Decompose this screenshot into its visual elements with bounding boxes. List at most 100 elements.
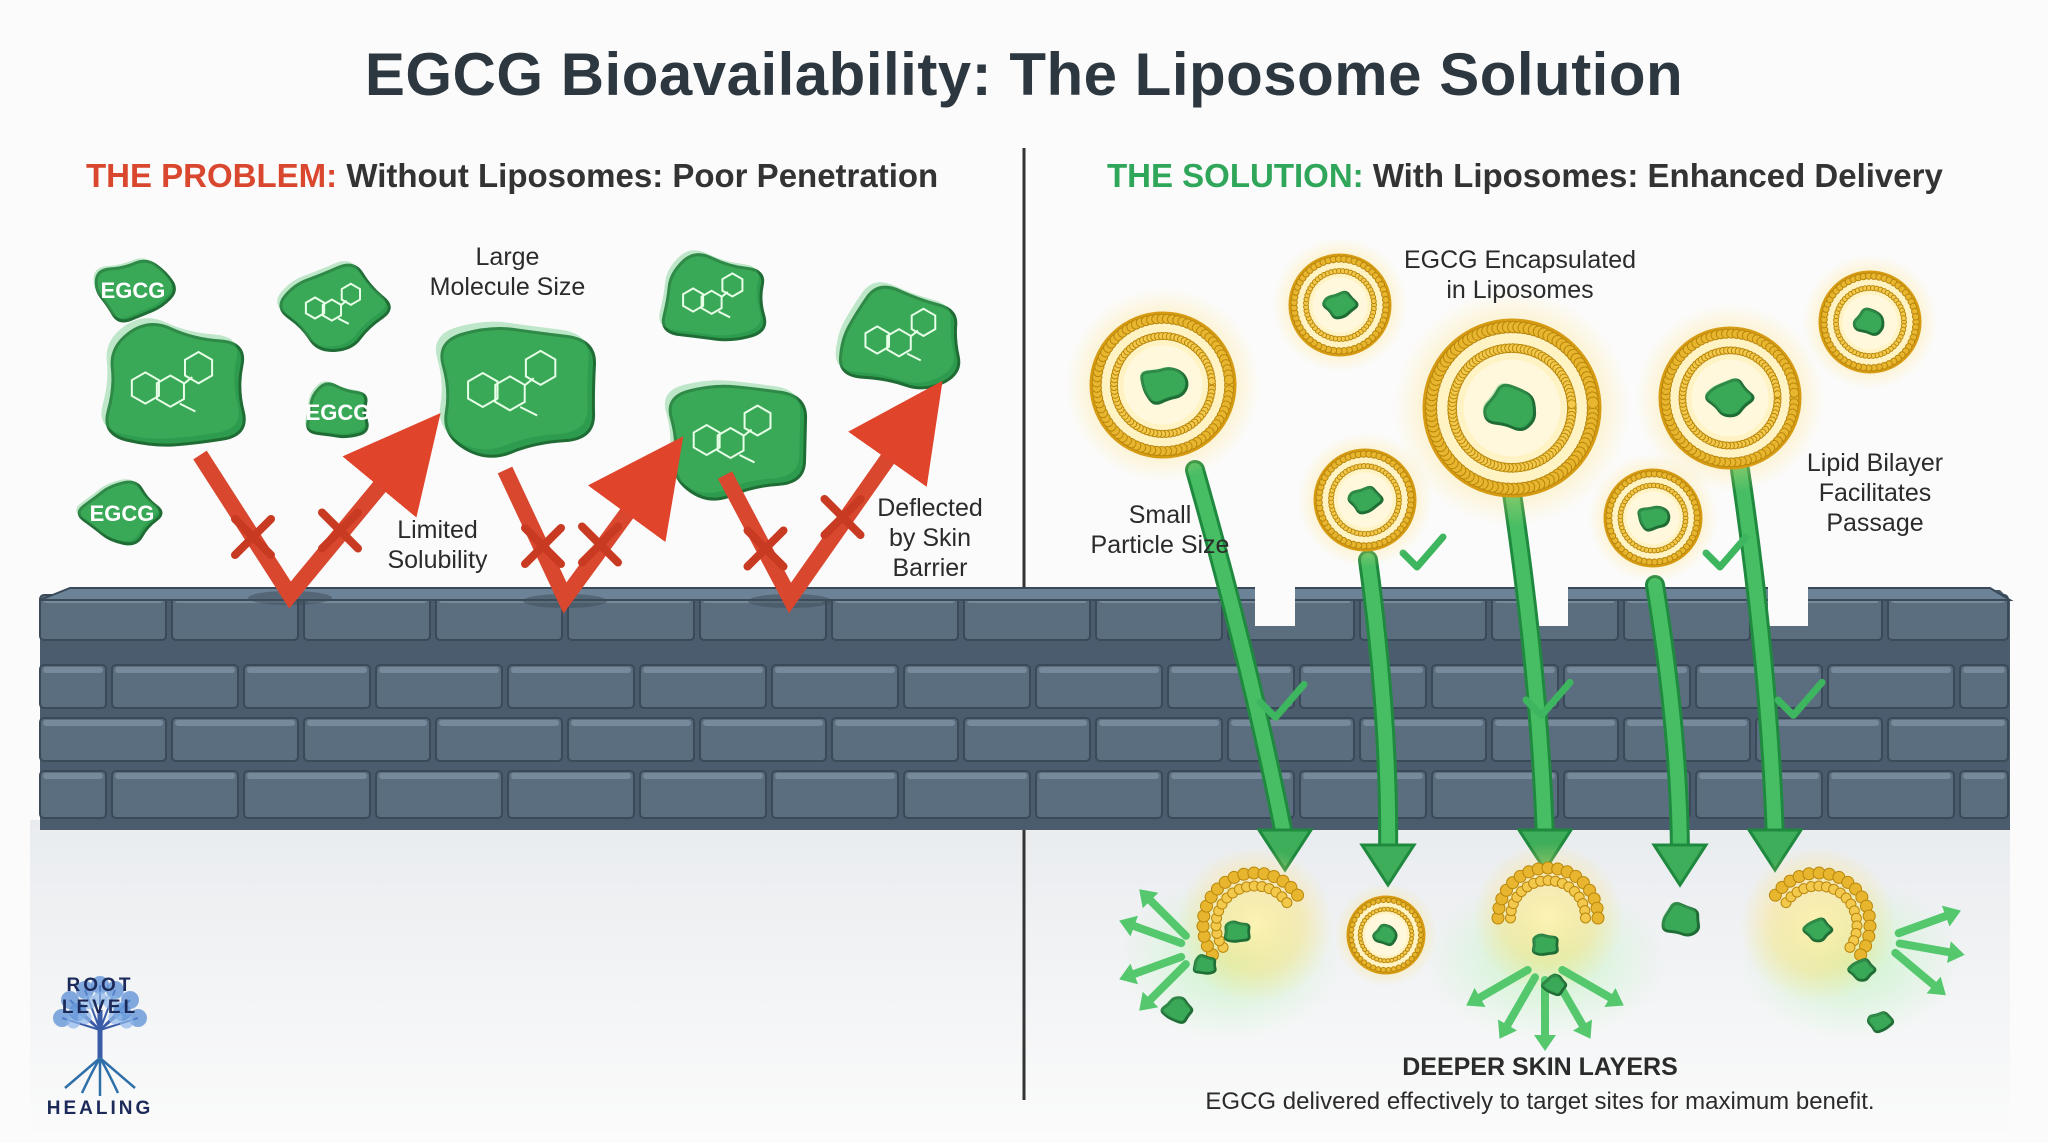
brick-highlight xyxy=(379,667,499,673)
solution-heading: THE SOLUTION: With Liposomes: Enhanced D… xyxy=(1107,157,1943,195)
encapsulated-egcg xyxy=(1140,366,1189,405)
egcg-molecule-icon xyxy=(664,380,808,501)
x-stroke xyxy=(231,515,275,559)
lipid-head xyxy=(1404,959,1411,966)
release-arrow xyxy=(1891,948,1938,989)
lipid-head xyxy=(1900,315,1907,322)
wall-brick xyxy=(1035,664,1163,709)
wall-brick xyxy=(1959,664,2009,709)
lipid-head xyxy=(1370,298,1377,305)
release-arrow-head xyxy=(1119,915,1138,937)
skin-barrier-wall xyxy=(39,586,2014,830)
molecule-shine xyxy=(1161,996,1191,1022)
ring xyxy=(130,371,160,405)
leaf xyxy=(103,995,118,1009)
egcg-molecule-icon xyxy=(1661,902,1701,937)
lipid-head xyxy=(1349,942,1356,949)
brick-highlight xyxy=(1171,773,1291,779)
brick-highlight xyxy=(1567,773,1687,779)
wall-brick xyxy=(567,717,695,762)
arrow-head xyxy=(1746,828,1804,873)
brick-highlight xyxy=(1831,773,1951,779)
arrow-shaft xyxy=(1733,463,1782,847)
release-arrow-head xyxy=(1926,976,1946,996)
molecule-shine xyxy=(1140,366,1186,402)
molecule-body xyxy=(1192,954,1217,975)
egcg-molecule-icon: EGCG xyxy=(93,258,176,323)
bond xyxy=(906,352,922,362)
molecule-body xyxy=(1705,378,1755,418)
molecule-body xyxy=(1802,917,1834,943)
molecule-shine xyxy=(1482,383,1533,428)
lipid-head xyxy=(1566,399,1577,410)
ring xyxy=(155,374,185,408)
encapsulated-egcg xyxy=(1322,290,1359,320)
encapsulated-egcg xyxy=(1705,378,1755,418)
lipid-head xyxy=(1354,951,1361,958)
brick-highlight xyxy=(247,773,367,779)
bond xyxy=(524,377,535,386)
lipid-head xyxy=(1400,901,1407,908)
arrow-shaft xyxy=(1361,553,1396,862)
penetration-arrows xyxy=(1185,460,1826,888)
wall-brick xyxy=(1827,770,1955,819)
release-arrow-head xyxy=(1604,987,1624,1008)
page-title: EGCG Bioavailability: The Liposome Solut… xyxy=(364,41,1684,108)
molecule-shine xyxy=(1853,307,1882,334)
ring xyxy=(467,371,499,409)
lipid-head xyxy=(1361,959,1368,966)
brick-highlight xyxy=(1171,667,1291,673)
lipid-head xyxy=(1416,942,1423,949)
lipid-head xyxy=(1844,941,1856,953)
root xyxy=(99,1057,136,1089)
wall-brick xyxy=(1431,770,1559,819)
molecule-shine xyxy=(435,321,589,450)
lipid-head xyxy=(1375,897,1382,904)
liposome-icon xyxy=(1393,289,1631,527)
brick-highlight xyxy=(43,773,103,779)
wall-brick xyxy=(435,717,563,762)
molecule-body xyxy=(1372,923,1398,947)
release-arrow-head xyxy=(1534,1035,1556,1051)
x-stroke xyxy=(578,522,622,567)
problem-prefix: THE PROBLEM: xyxy=(86,157,338,194)
lipid-head xyxy=(1400,962,1407,969)
molecule-body xyxy=(1322,290,1359,320)
lipid-head xyxy=(1348,926,1355,933)
brick-highlight xyxy=(379,773,499,779)
molecule-body xyxy=(1637,505,1671,532)
lipid-head xyxy=(1792,870,1806,884)
molecule-body xyxy=(1847,958,1877,982)
wall-brick xyxy=(111,770,239,819)
lipid-head xyxy=(1348,937,1355,944)
lipid-head xyxy=(1357,955,1364,962)
molecule-shine xyxy=(93,258,172,319)
brick-highlight xyxy=(1831,667,1951,673)
lipid-head xyxy=(1385,897,1392,904)
egcg-molecule-icon xyxy=(835,282,961,390)
molecule-body xyxy=(1160,996,1194,1024)
release-arrow-head xyxy=(1572,1019,1593,1039)
lipid-head xyxy=(1197,909,1211,923)
deeper-layers-text: EGCG delivered effectively to target sit… xyxy=(1205,1088,1875,1115)
molecule-tag: EGCG xyxy=(101,278,166,303)
chemical-structure xyxy=(682,272,744,319)
egcg-molecule-icon xyxy=(101,318,246,447)
ring xyxy=(743,404,772,437)
lipid-head xyxy=(1354,912,1361,919)
brick-highlight xyxy=(115,773,235,779)
egcg-molecule-icon xyxy=(277,261,391,352)
egcg-molecule-icon xyxy=(659,250,767,342)
release-arrow-head xyxy=(1466,987,1486,1008)
x-stroke xyxy=(743,526,788,571)
encapsulated-egcg xyxy=(1852,307,1885,336)
release-arrow xyxy=(1146,896,1190,940)
x-mark-icon xyxy=(820,495,865,539)
brick-highlight xyxy=(835,720,955,726)
ring xyxy=(304,296,326,320)
egcg-release xyxy=(1119,843,1965,1051)
lipid-head xyxy=(1395,964,1402,971)
brick-highlight xyxy=(247,667,367,673)
lipid-head xyxy=(1395,493,1402,500)
